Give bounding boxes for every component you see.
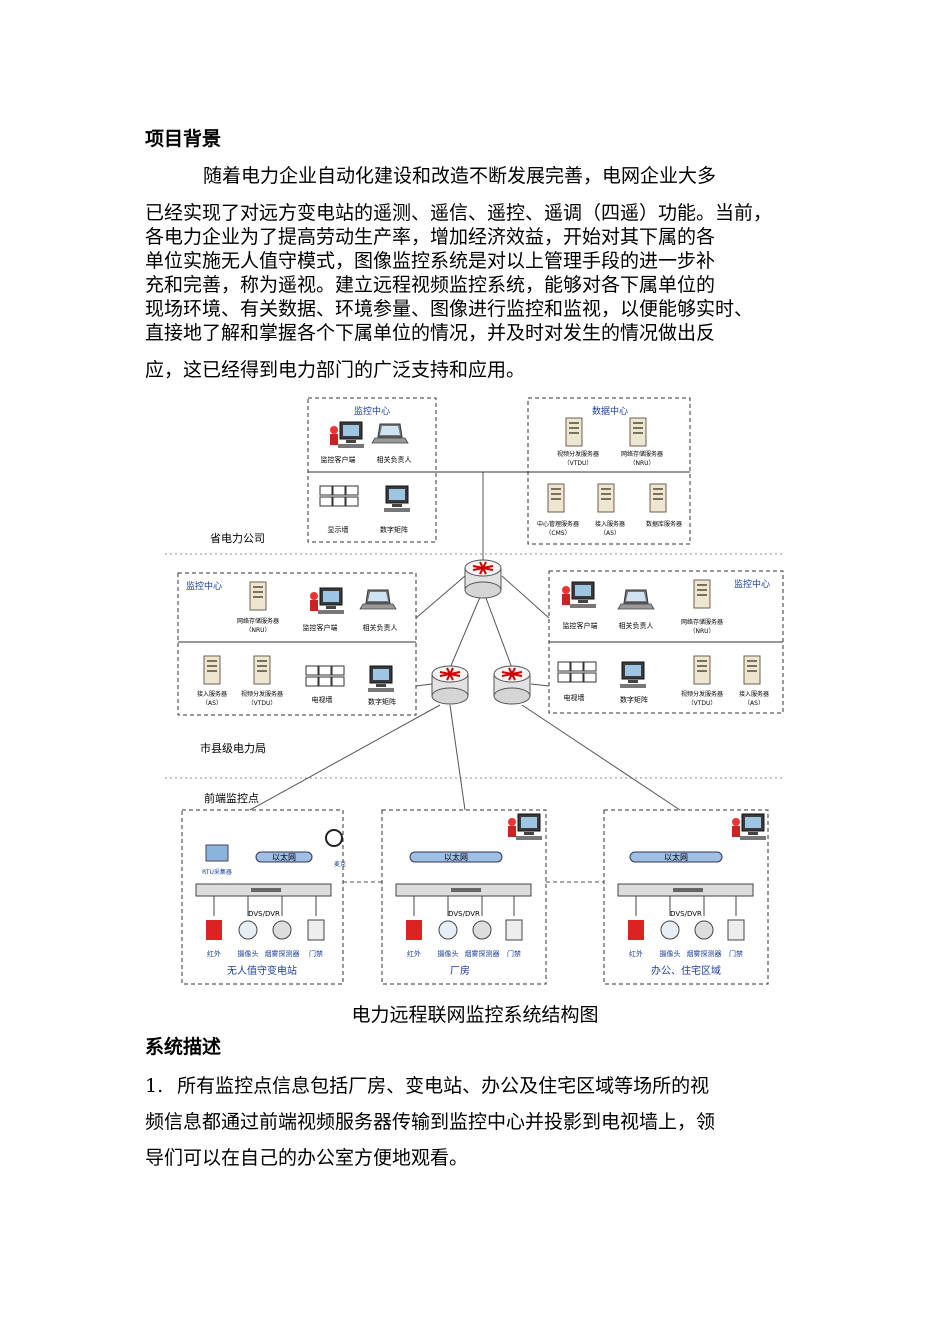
client-label: 监控客户端 <box>303 623 338 632</box>
door-label: 门禁 <box>729 949 743 958</box>
responsible-label: 相关负责人 <box>377 455 412 464</box>
zone-province-label: 省电力公司 <box>210 532 265 545</box>
as-label: 接入服务器 <box>739 690 769 698</box>
nru-label: 网络存储服务器 <box>621 450 663 458</box>
nru-label: 网络存储服务器 <box>681 618 723 626</box>
display-wall-label: 显示墙 <box>328 525 349 534</box>
dvs-label: DVS/DVR <box>248 910 280 918</box>
site-office-residential: 以太网 DVS/DVR 红外 摄像头 烟雾探测器 门禁 办公、住宅区域 <box>603 809 769 985</box>
client-label: 监控客户端 <box>563 621 598 630</box>
dvs-label: DVS/DVR <box>448 910 480 918</box>
matrix-label: 数字矩阵 <box>368 697 396 706</box>
smoke-label: 烟雾探测器 <box>465 949 500 958</box>
monitor-center-label: 监控中心 <box>186 580 222 592</box>
client-label: 监控客户端 <box>321 455 356 464</box>
monitor-center-label: 监控中心 <box>734 578 770 590</box>
tv-wall-label: 电视墙 <box>312 695 333 704</box>
description-line: 导们可以在自己的办公室方便地观看。 <box>145 1147 469 1169</box>
nru-abbr: （NRU） <box>245 627 270 634</box>
vtdu-label: 视频分发服务器 <box>557 450 599 458</box>
intro-last-line: 应，这已经得到电力部门的广泛支持和应用。 <box>145 359 526 381</box>
nru-abbr: （NRU） <box>629 460 654 467</box>
zone-frontend-label: 前端监控点 <box>204 791 259 805</box>
intro-line: 直接地了解和掌握各个下属单位的情况，并及时对发生的情况做出反 <box>145 322 716 344</box>
description-paragraph: 1. 所有监控点信息包括厂房、变电站、办公及住宅区域等场所的视 频信息都通过前端视… <box>145 1068 810 1176</box>
site-name: 无人值守变电站 <box>227 964 297 977</box>
as-abbr: （AS） <box>744 700 764 707</box>
vtdu-abbr: （VTDU） <box>564 460 593 467</box>
ethernet-label: 以太网 <box>444 852 468 862</box>
section-heading-background: 项目背景 <box>145 128 222 150</box>
mic-label: 麦克 <box>334 860 346 868</box>
ethernet-label: 以太网 <box>272 852 296 862</box>
infrared-label: 红外 <box>629 949 643 958</box>
matrix-label: 数字矩阵 <box>380 525 408 534</box>
camera-label: 摄像头 <box>660 949 681 958</box>
site-factory: 以太网 DVS/DVR 红外 摄像头 烟雾探测器 门禁 厂房 <box>381 809 547 985</box>
intro-line: 各电力企业为了提高劳动生产率，增加经济效益，开始对其下属的各 <box>145 226 716 248</box>
ethernet-label: 以太网 <box>664 852 688 862</box>
smoke-label: 烟雾探测器 <box>687 949 722 958</box>
intro-line: 单位实施无人值守模式，图像监控系统是对以上管理手段的进一步补 <box>145 250 716 272</box>
matrix-label: 数字矩阵 <box>620 695 648 704</box>
intro-paragraph: 随着电力企业自动化建设和改造不断发展完善，电网企业大多 已经实现了对远方变电站的… <box>145 164 810 382</box>
figure-caption: 电力远程联网监控系统结构图 <box>351 1004 599 1026</box>
as-label: 接入服务器 <box>595 520 625 528</box>
intro-line: 现场环境、有关数据、环境参量、图像进行监控和监视，以便能够实时、 <box>145 298 754 320</box>
description-line: 1. 所有监控点信息包括厂房、变电站、办公及住宅区域等场所的视 <box>145 1068 810 1104</box>
responsible-label: 相关负责人 <box>619 621 654 630</box>
dvs-label: DVS/DVR <box>670 910 702 918</box>
rtu-label: RTU采集器 <box>202 868 232 876</box>
intro-line: 已经实现了对远方变电站的遥测、遥信、遥控、遥调（四遥）功能。当前， <box>145 202 773 224</box>
monitor-center-label: 监控中心 <box>354 405 390 417</box>
router-icon <box>431 665 469 705</box>
intro-first-line: 随着电力企业自动化建设和改造不断发展完善，电网企业大多 <box>203 165 717 187</box>
db-label: 数据库服务器 <box>646 520 682 528</box>
door-label: 门禁 <box>507 949 521 958</box>
cms-abbr: （CMS） <box>545 530 570 537</box>
vtdu-label: 视频分发服务器 <box>241 690 283 698</box>
smoke-label: 烟雾探测器 <box>265 949 300 958</box>
site-substation: RTU采集器 以太网 麦克 DVS/DVR 红外 摄像头 烟雾探测器 门禁 无人… <box>181 809 346 985</box>
nru-abbr: （NRU） <box>689 628 714 635</box>
network-diagram: 监控中心 监控客户端 相关负责人 显示墙 数字矩阵 数据中心 视频分发服务器 （… <box>165 397 785 985</box>
vtdu-abbr: （VTDU） <box>248 700 277 707</box>
camera-label: 摄像头 <box>238 949 259 958</box>
router-icon <box>464 559 502 599</box>
vtdu-abbr: （VTDU） <box>688 700 717 707</box>
tv-wall-label: 电视墙 <box>564 693 585 702</box>
vtdu-label: 视频分发服务器 <box>681 690 723 698</box>
router-icon <box>493 665 531 705</box>
infrared-label: 红外 <box>207 949 221 958</box>
door-label: 门禁 <box>309 949 323 958</box>
data-center-label: 数据中心 <box>592 405 628 417</box>
as-abbr: （AS） <box>202 700 222 707</box>
description-line: 频信息都通过前端视频服务器传输到监控中心并投影到电视墙上，领 <box>145 1111 716 1133</box>
description-text: 所有监控点信息包括厂房、变电站、办公及住宅区域等场所的视 <box>177 1075 710 1097</box>
as-label: 接入服务器 <box>197 690 227 698</box>
camera-label: 摄像头 <box>438 949 459 958</box>
intro-line: 充和完善，称为遥视。建立远程视频监控系统，能够对各下属单位的 <box>145 274 716 296</box>
as-abbr: （AS） <box>600 530 620 537</box>
site-name: 厂房 <box>450 964 470 977</box>
nru-label: 网络存储服务器 <box>237 617 279 625</box>
cms-label: 中心管理服务器 <box>537 520 579 528</box>
list-number: 1. <box>145 1075 164 1097</box>
zone-city-label: 市县级电力局 <box>200 741 266 755</box>
section-heading-description: 系统描述 <box>145 1036 222 1058</box>
responsible-label: 相关负责人 <box>363 623 398 632</box>
infrared-label: 红外 <box>407 949 421 958</box>
site-name: 办公、住宅区域 <box>651 964 721 977</box>
